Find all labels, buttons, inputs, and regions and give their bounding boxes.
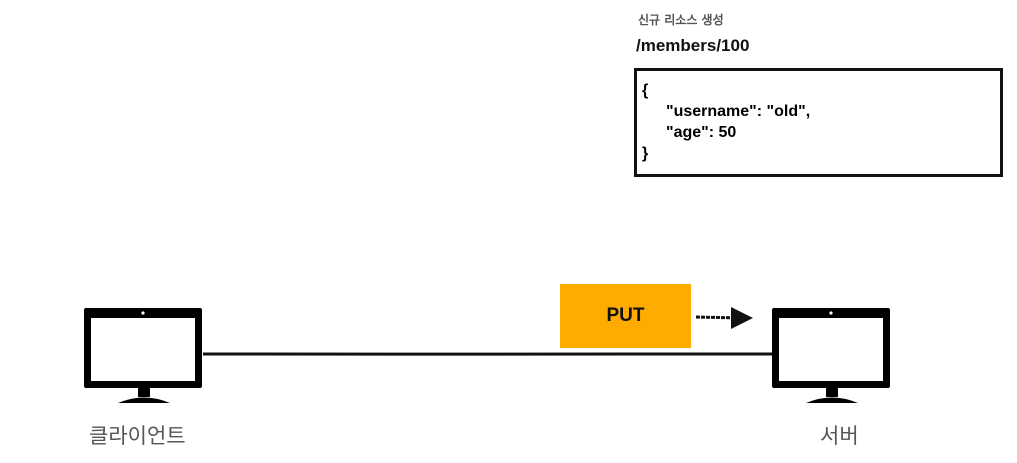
connection-line: [202, 352, 773, 356]
client-monitor-icon: [84, 308, 202, 403]
server-label: 서버: [820, 424, 859, 448]
http-method-badge: PUT: [560, 284, 691, 348]
json-age-line: "age": 50: [666, 124, 737, 141]
json-open-brace: {: [642, 82, 649, 99]
http-method-label: PUT: [606, 305, 645, 326]
resource-caption: 신규 리소스 생성: [638, 13, 724, 27]
request-arrow: [695, 307, 753, 329]
request-body-box: { "username": "old", "age": 50 }: [634, 68, 1003, 177]
request-path: /members/100: [636, 36, 750, 55]
server-monitor-icon: [772, 308, 890, 403]
client-label: 클라이언트: [89, 424, 186, 448]
json-close-brace: }: [642, 145, 649, 162]
json-username-line: "username": "old",: [666, 103, 811, 120]
